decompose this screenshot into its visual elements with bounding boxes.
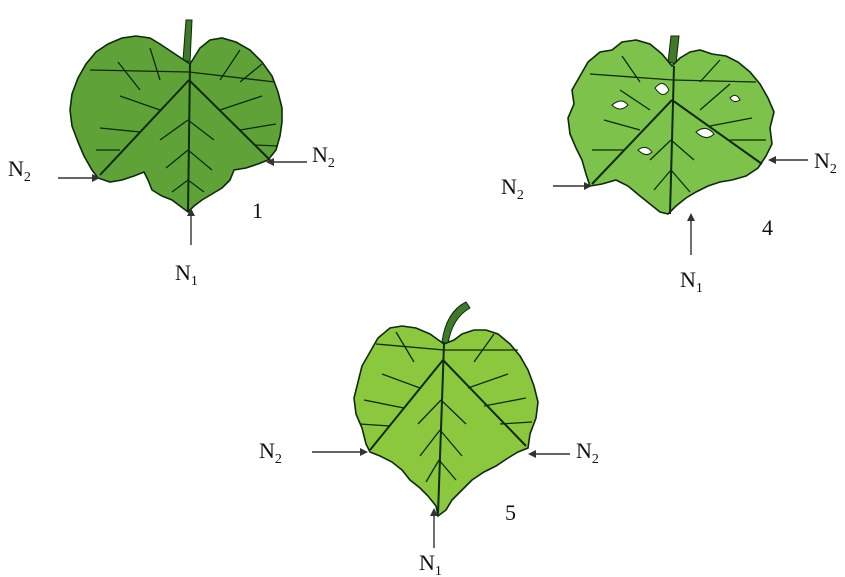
leaf-figure-5 — [354, 302, 538, 516]
leaf-4-n2-left-label: N2 — [501, 174, 524, 203]
leaf-1-n2-right-label: N2 — [312, 142, 335, 171]
leaf-figure-4 — [568, 36, 774, 214]
leaf-5-n2-left-label: N2 — [259, 438, 282, 467]
leaf-4-n2-right-arrowhead — [768, 156, 776, 164]
leaf-1-figure-number: 1 — [252, 198, 263, 223]
leaf-figure-1 — [70, 20, 282, 212]
leaf-5-n2-left-arrowhead — [360, 448, 368, 456]
leaf-4-n1-arrowhead — [687, 213, 695, 221]
leaf-1-n2-left-label: N2 — [8, 156, 31, 185]
leaf-5-figure-number: 5 — [505, 500, 516, 525]
leaf-4-figure-number: 4 — [762, 215, 773, 240]
leaf-5-n2-right-arrowhead — [528, 450, 536, 458]
leaf-1-petiole — [183, 20, 192, 62]
leaf-5-blade — [354, 326, 538, 516]
leaf-5-n2-right-label: N2 — [576, 438, 599, 467]
leaf-1-n1-label: N1 — [175, 260, 198, 289]
leaf-5-n1-label: N1 — [419, 550, 442, 577]
leaf-1-blade — [70, 36, 282, 212]
leaf-4-n1-label: N1 — [680, 267, 703, 296]
leaf-4-n2-right-label: N2 — [814, 148, 837, 177]
